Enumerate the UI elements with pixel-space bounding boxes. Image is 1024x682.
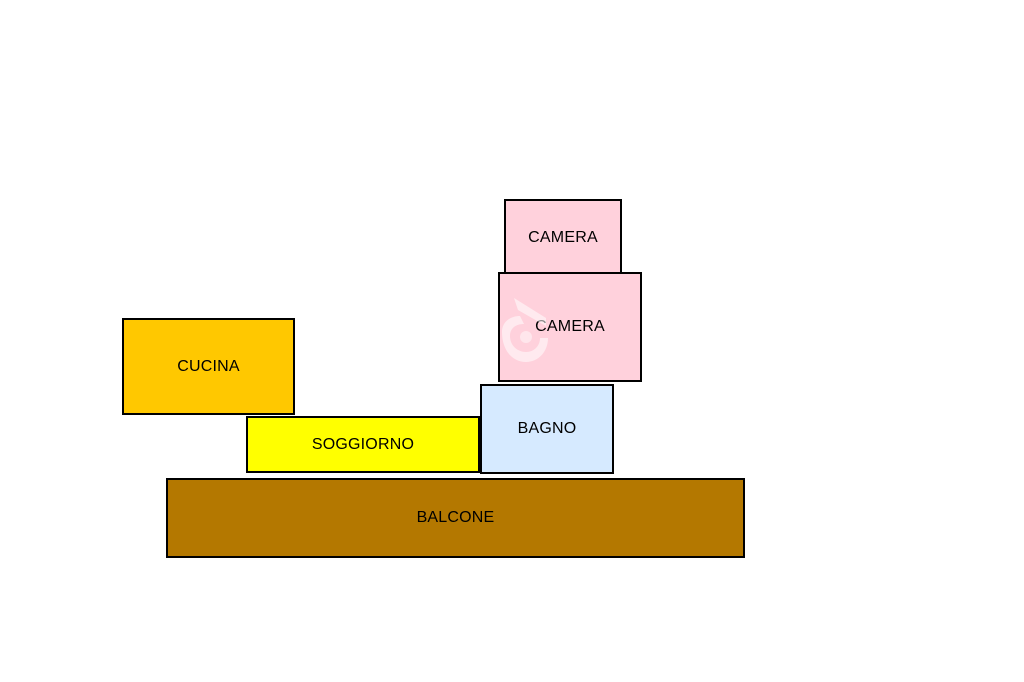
room-label-balcone: BALCONE <box>416 509 495 526</box>
room-cucina: CUCINA <box>122 318 295 415</box>
room-balcone: BALCONE <box>166 478 745 558</box>
room-soggiorno: SOGGIORNO <box>246 416 480 473</box>
room-camera-upper: CAMERA <box>504 199 622 277</box>
room-camera-lower: CAMERA <box>498 272 642 382</box>
room-label-soggiorno: SOGGIORNO <box>311 435 415 453</box>
room-label-cucina: CUCINA <box>177 357 240 375</box>
room-bagno: BAGNO <box>480 384 614 474</box>
room-label-bagno: BAGNO <box>517 420 577 437</box>
room-label-camera-lower: CAMERA <box>535 318 605 335</box>
room-label-camera-upper: CAMERA <box>528 229 598 246</box>
